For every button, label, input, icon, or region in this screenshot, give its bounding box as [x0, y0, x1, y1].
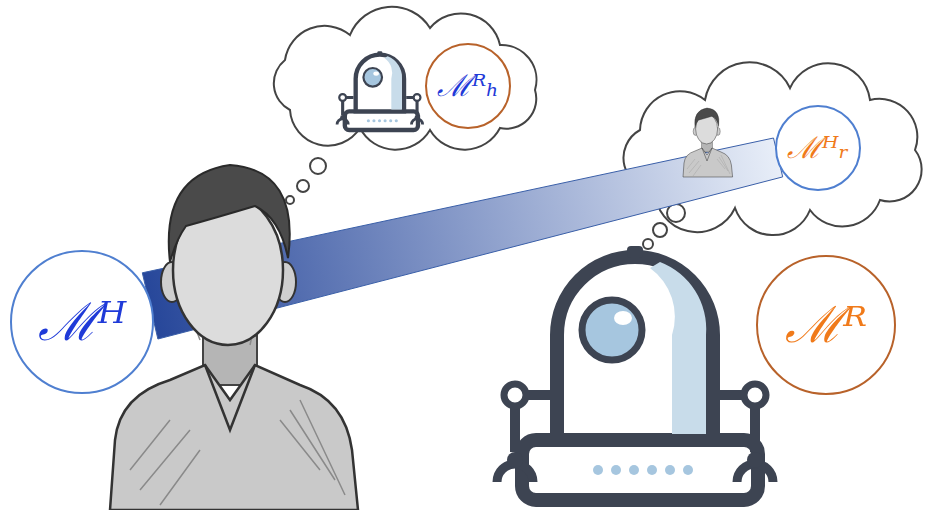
- human-thought-figure: [683, 108, 733, 177]
- model-circle: ℳᴿₕ: [425, 43, 511, 129]
- robot-thought-figure: [337, 51, 423, 130]
- thought-cloud: [274, 7, 537, 150]
- model-circle: ℳᴿ: [756, 255, 896, 395]
- model-label: ℳᴴ: [38, 296, 127, 348]
- model-label: ℳᴿₕ: [437, 71, 499, 101]
- model-label: ℳᴴᵣ: [787, 133, 849, 163]
- model-circle: ℳᴴ: [10, 250, 154, 394]
- model-label: ℳᴿ: [785, 300, 867, 350]
- model-circle: ℳᴴᵣ: [775, 105, 861, 191]
- robot-figure: [497, 246, 773, 500]
